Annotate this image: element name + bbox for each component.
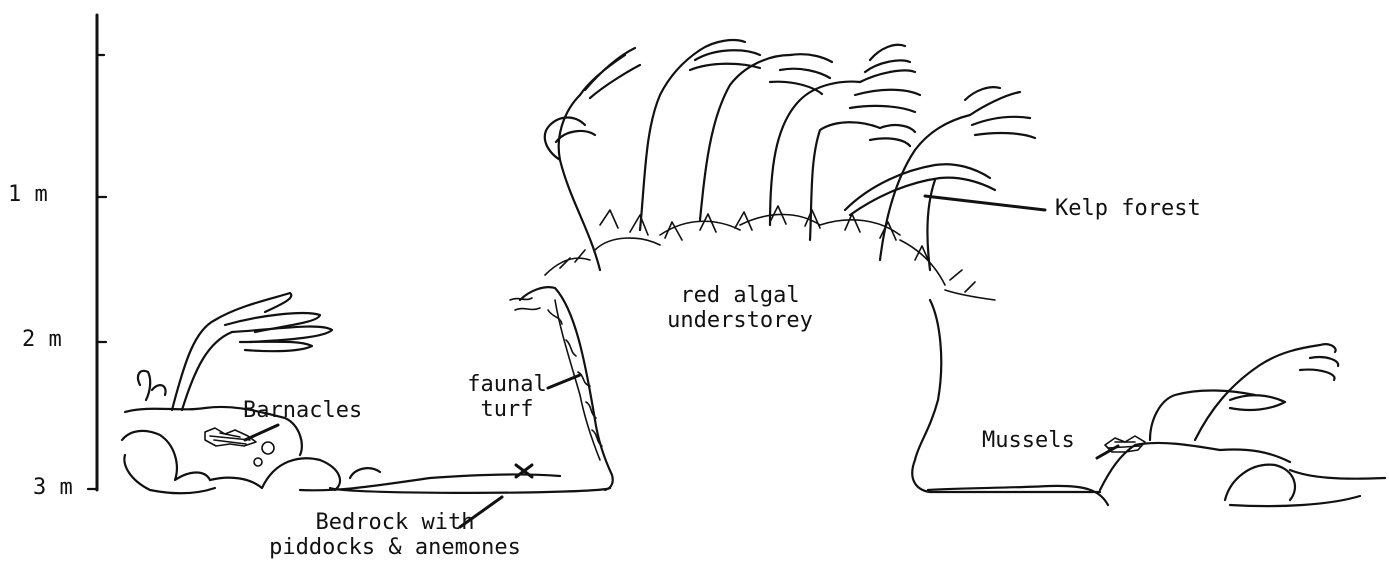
- barnacles-patch: [205, 428, 274, 466]
- right-rock-outcrop: [1100, 443, 1385, 506]
- label-bedrock: Bedrock with piddocks & anemones: [255, 510, 535, 561]
- label-barnacles: Barnacles: [243, 398, 362, 423]
- label-faunal-line2: turf: [452, 397, 562, 422]
- label-faunal-turf: faunal turf: [452, 372, 562, 423]
- label-red-algal-line2: understorey: [640, 308, 840, 333]
- label-red-algal-line1: red algal: [640, 283, 840, 308]
- depth-label-3m: 3 m: [33, 475, 73, 500]
- right-small-kelp: [1150, 344, 1338, 440]
- label-bedrock-line1: Bedrock with: [255, 510, 535, 535]
- label-red-algal-understorey: red algal understorey: [640, 283, 840, 334]
- depth-scale: [88, 15, 106, 490]
- pointer-lines: [245, 196, 1118, 527]
- label-mussels: Mussels: [982, 428, 1075, 453]
- label-faunal-line1: faunal: [452, 372, 562, 397]
- label-bedrock-line2: piddocks & anemones: [255, 535, 535, 560]
- depth-label-1m: 1 m: [8, 182, 48, 207]
- label-kelp-forest: Kelp forest: [1055, 196, 1201, 221]
- left-small-kelp: [172, 293, 332, 410]
- kelp-forest-stipes-and-fronds: [545, 40, 1035, 270]
- depth-label-2m: 2 m: [22, 327, 62, 352]
